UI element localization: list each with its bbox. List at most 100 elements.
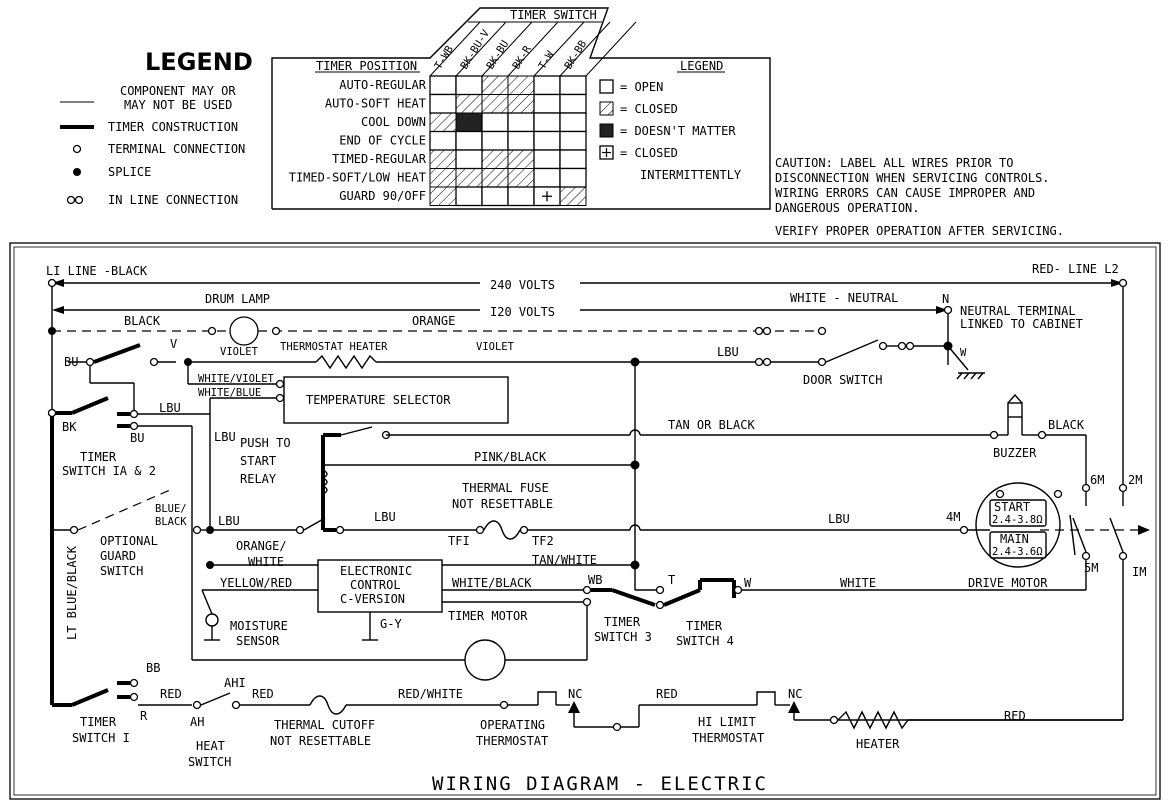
label-start: START: [994, 500, 1030, 514]
label-lbu-5: LBU: [828, 512, 850, 526]
diagram-labels: LI LINE -BLACK RED- LINE L2 240 VOLTS I2…: [46, 262, 1146, 795]
timer-position-label: GUARD 90/OFF: [339, 189, 426, 203]
legend-timer-construction: TIMER CONSTRUCTION: [108, 120, 238, 134]
timer-switch-column-label: BK-R: [510, 43, 534, 71]
label-nc-1: NC: [568, 687, 582, 701]
intermittent-plus-icon: [542, 191, 552, 202]
label-push-start-3: RELAY: [240, 472, 277, 486]
timer-switch-table: TIMER SWITCH TIMER POSITION AUTO-REGULAR…: [271, 7, 771, 210]
label-moisture-1: MOISTURE: [230, 619, 288, 633]
timer-cell: [455, 149, 483, 170]
timer-cell: [455, 186, 483, 207]
label-optional-guard-1: OPTIONAL: [100, 534, 158, 548]
label-main: MAIN: [1000, 532, 1029, 546]
label-heat-switch-1: HEAT: [196, 739, 225, 753]
label-push-start-1: PUSH TO: [240, 436, 291, 450]
label-lbu-4: LBU: [374, 510, 396, 524]
timer-position-label: COOL DOWN: [361, 115, 426, 129]
label-white: WHITE: [840, 576, 876, 590]
label-wb: WB: [588, 573, 602, 587]
label-240v: 240 VOLTS: [490, 278, 555, 292]
label-optional-guard-2: GUARD: [100, 549, 136, 563]
caution-line-3: WIRING ERRORS CAN CAUSE IMPROPER AND: [775, 186, 1035, 200]
label-white-neutral: WHITE - NEUTRAL: [790, 291, 898, 305]
wiring-lines: [47, 278, 1150, 732]
legend-splice: SPLICE: [108, 165, 151, 179]
timer-cell: [429, 75, 457, 96]
label-neutral-terminal-2: LINKED TO CABINET: [960, 317, 1083, 331]
label-operating-2: THERMOSTAT: [476, 734, 548, 748]
table-legend-open: = OPEN: [620, 80, 663, 94]
label-pink-black: PINK/BLACK: [474, 450, 547, 464]
label-v: V: [170, 337, 177, 351]
timer-cell: [559, 149, 587, 170]
label-hilimit-2: THERMOSTAT: [692, 731, 764, 745]
timer-position-header: TIMER POSITION: [316, 59, 417, 73]
label-bu-2: BU: [130, 431, 144, 445]
label-buzzer: BUZZER: [993, 446, 1037, 460]
timer-cell: [455, 168, 483, 188]
timer-cell: [559, 167, 587, 188]
label-operating-1: OPERATING: [480, 718, 545, 732]
label-2m: 2M: [1128, 473, 1142, 487]
timer-cell: [533, 93, 561, 114]
label-black-buzzer: BLACK: [1048, 418, 1085, 432]
electronic-control-box: [317, 559, 443, 613]
timer-position-label: AUTO-SOFT HEAT: [325, 97, 426, 111]
timer-cell: [533, 75, 561, 96]
label-lbu-2: LBU: [214, 430, 236, 444]
label-heat-switch-2: SWITCH: [188, 755, 231, 769]
drum-lamp-icon: [229, 316, 259, 346]
label-t: T: [668, 573, 675, 587]
label-lbu-3: LBU: [218, 514, 240, 528]
symbol-legend: LEGEND COMPONENT MAY OR MAY NOT BE USED …: [60, 48, 253, 207]
legend-title: LEGEND: [145, 48, 253, 76]
table-legend-closed: = CLOSED: [620, 102, 678, 116]
timer-cell: [559, 93, 587, 114]
label-red-3: RED: [656, 687, 678, 701]
label-thermal-fuse-1: THERMAL FUSE: [462, 481, 549, 495]
label-white-black: WHITE/BLACK: [452, 576, 532, 590]
label-ec-2: CONTROL: [350, 578, 401, 592]
label-ahi: AHI: [224, 676, 246, 690]
label-white-violet: WHITE/VIOLET: [198, 373, 275, 385]
timer-cell: [481, 75, 509, 95]
label-start-ohm: 2.4-3.8Ω: [992, 514, 1043, 526]
table-legend-intermittent: = CLOSED: [620, 146, 678, 160]
timer-cell: [559, 130, 587, 151]
timer-cell: [507, 75, 535, 95]
label-red-2: RED: [252, 687, 274, 701]
timer-cell: [559, 186, 587, 206]
timer-cell: [481, 186, 509, 207]
label-120v: I20 VOLTS: [490, 305, 555, 319]
label-optional-guard-3: SWITCH: [100, 564, 143, 578]
timer-cell: [429, 130, 457, 151]
label-lbu-door: LBU: [717, 345, 739, 359]
timer-cell: [481, 130, 509, 151]
table-legend-intermittently: INTERMITTENTLY: [640, 168, 742, 182]
label-w-motor: W: [744, 576, 752, 590]
terminal-symbol: [72, 144, 82, 154]
legend-terminal: TERMINAL CONNECTION: [108, 142, 245, 156]
label-yellow-red: YELLOW/RED: [220, 576, 292, 590]
timer-cell: [455, 75, 483, 96]
label-push-start-2: START: [240, 454, 276, 468]
label-black: BLACK: [124, 314, 161, 328]
timer-cell: [429, 186, 457, 206]
label-1m: IM: [1132, 565, 1146, 579]
label-g-y: G-Y: [380, 617, 402, 631]
timer-switch-column-label: BK-BB: [562, 38, 589, 71]
label-timer-sw12-1: TIMER: [80, 450, 117, 464]
timer-cell: [507, 168, 535, 188]
timer-cell: [533, 149, 561, 170]
timer-cell: [429, 168, 457, 188]
label-tan-or-black: TAN OR BLACK: [668, 418, 755, 432]
label-bb: BB: [146, 661, 160, 675]
diagram-frame: [9, 242, 1161, 800]
label-r: R: [140, 709, 148, 723]
label-thermal-cutoff-1: THERMAL CUTOFF: [274, 718, 375, 732]
timer-cell: [507, 130, 535, 151]
legend-optional-2: MAY NOT BE USED: [124, 98, 232, 112]
label-main-ohm: 2.4-3.6Ω: [992, 546, 1043, 558]
timer-cell: [429, 149, 457, 169]
